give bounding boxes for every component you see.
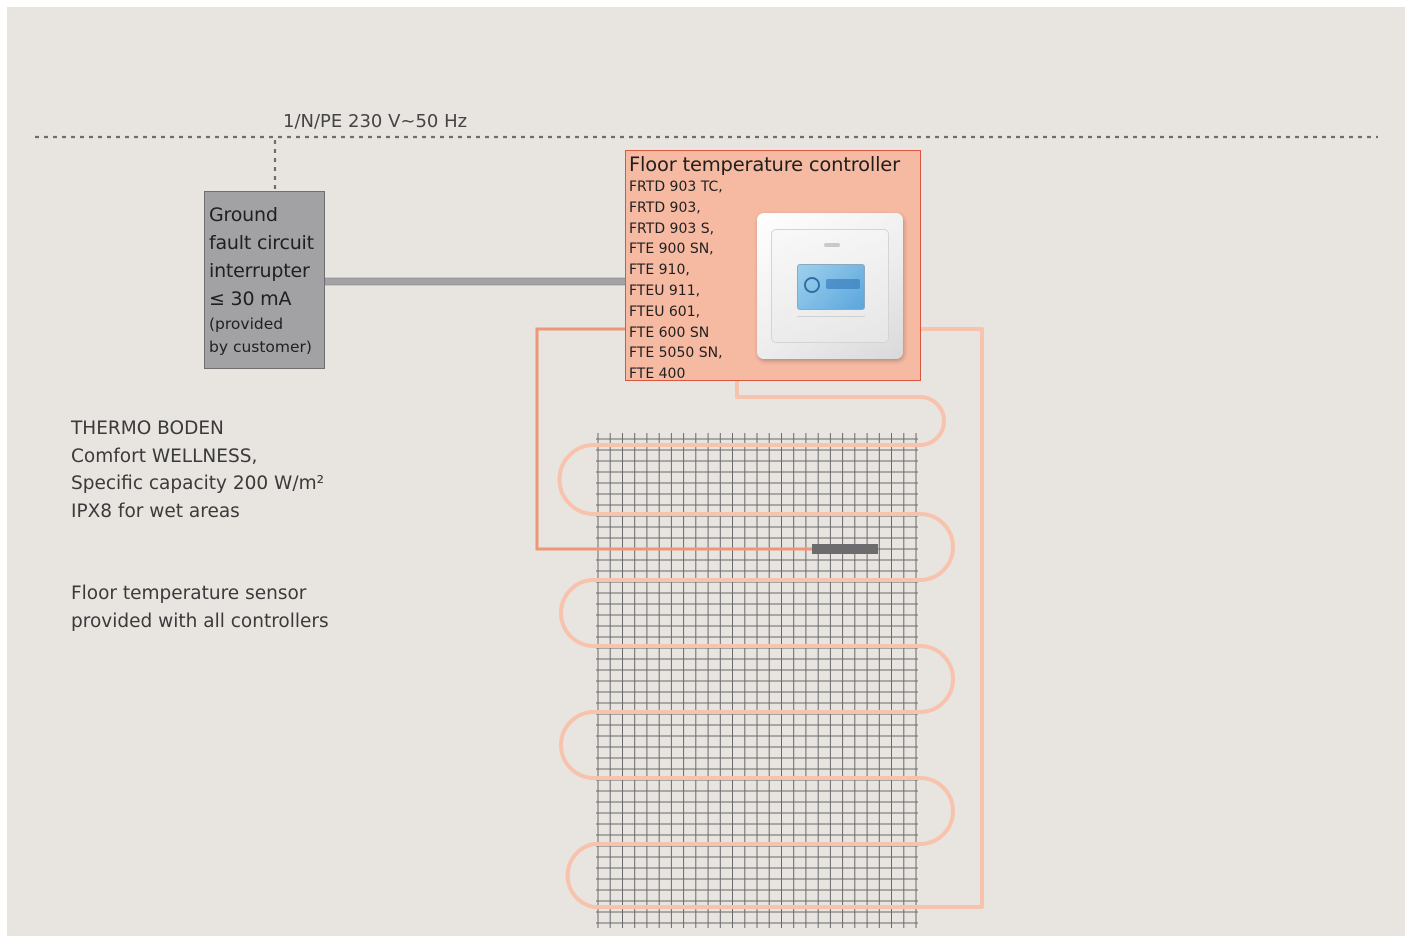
thermostat-image bbox=[757, 213, 903, 359]
supply-voltage-label: 1/N/PE 230 V~50 Hz bbox=[283, 111, 468, 132]
temperature-readout-icon bbox=[826, 279, 860, 289]
sensor-note-line: Floor temperature sensor bbox=[71, 583, 307, 604]
gfci-label-line: fault circuit bbox=[209, 232, 314, 254]
thermostat-display bbox=[797, 264, 865, 310]
heating-cable bbox=[557, 327, 984, 909]
product-description-line: THERMO BODEN bbox=[71, 418, 224, 439]
sensor-probe bbox=[812, 544, 878, 554]
gfci-note-line: (provided bbox=[209, 315, 284, 333]
controller-model: FRTD 903, bbox=[629, 199, 701, 216]
controller-model: FRTD 903 S, bbox=[629, 220, 715, 237]
floor-mesh bbox=[596, 433, 918, 928]
controller-model: FTE 600 SN bbox=[629, 324, 710, 341]
sensor-note: Floor temperature sensor provided with a… bbox=[71, 580, 329, 635]
controller-title: Floor temperature controller bbox=[629, 153, 900, 176]
controller-model: FTEU 601, bbox=[629, 303, 701, 320]
gfci-note-line: by customer) bbox=[209, 338, 312, 356]
gfci-label-line: Ground bbox=[209, 204, 278, 226]
gfci-controller-cable bbox=[324, 277, 627, 286]
controller-model: FTE 900 SN, bbox=[629, 241, 714, 258]
product-description-line: Specific capacity 200 W/m² bbox=[71, 473, 325, 494]
controller-model: FRTD 903 TC, bbox=[629, 179, 723, 195]
thermostat-faceplate bbox=[771, 229, 889, 343]
controller-model-list: FRTD 903 TC, FRTD 903, FRTD 903 S, FTE 9… bbox=[629, 177, 920, 385]
clock-icon bbox=[804, 277, 820, 293]
controller-model: FTE 910, bbox=[629, 262, 690, 279]
sensor-lead bbox=[535, 327, 812, 551]
thermostat-buttons bbox=[797, 316, 865, 325]
product-description-line: Comfort WELLNESS, bbox=[71, 445, 258, 467]
gfci-label-line: interrupter bbox=[209, 260, 310, 282]
gfci-rating: ≤ 30 mA bbox=[209, 288, 292, 310]
controller-model: FTE 5050 SN, bbox=[629, 345, 723, 362]
sensor-note-line: provided with all controllers bbox=[71, 610, 329, 632]
product-description-line: IPX8 for wet areas bbox=[71, 500, 240, 522]
gfci-box: Ground fault circuit interrupter ≤ 30 mA… bbox=[204, 191, 325, 369]
controller-model: FTE 400 bbox=[629, 366, 686, 383]
thermostat-indicator bbox=[824, 243, 840, 247]
controller-model: FTEU 911, bbox=[629, 282, 701, 299]
product-description: THERMO BODEN Comfort WELLNESS, Specific … bbox=[71, 415, 324, 525]
